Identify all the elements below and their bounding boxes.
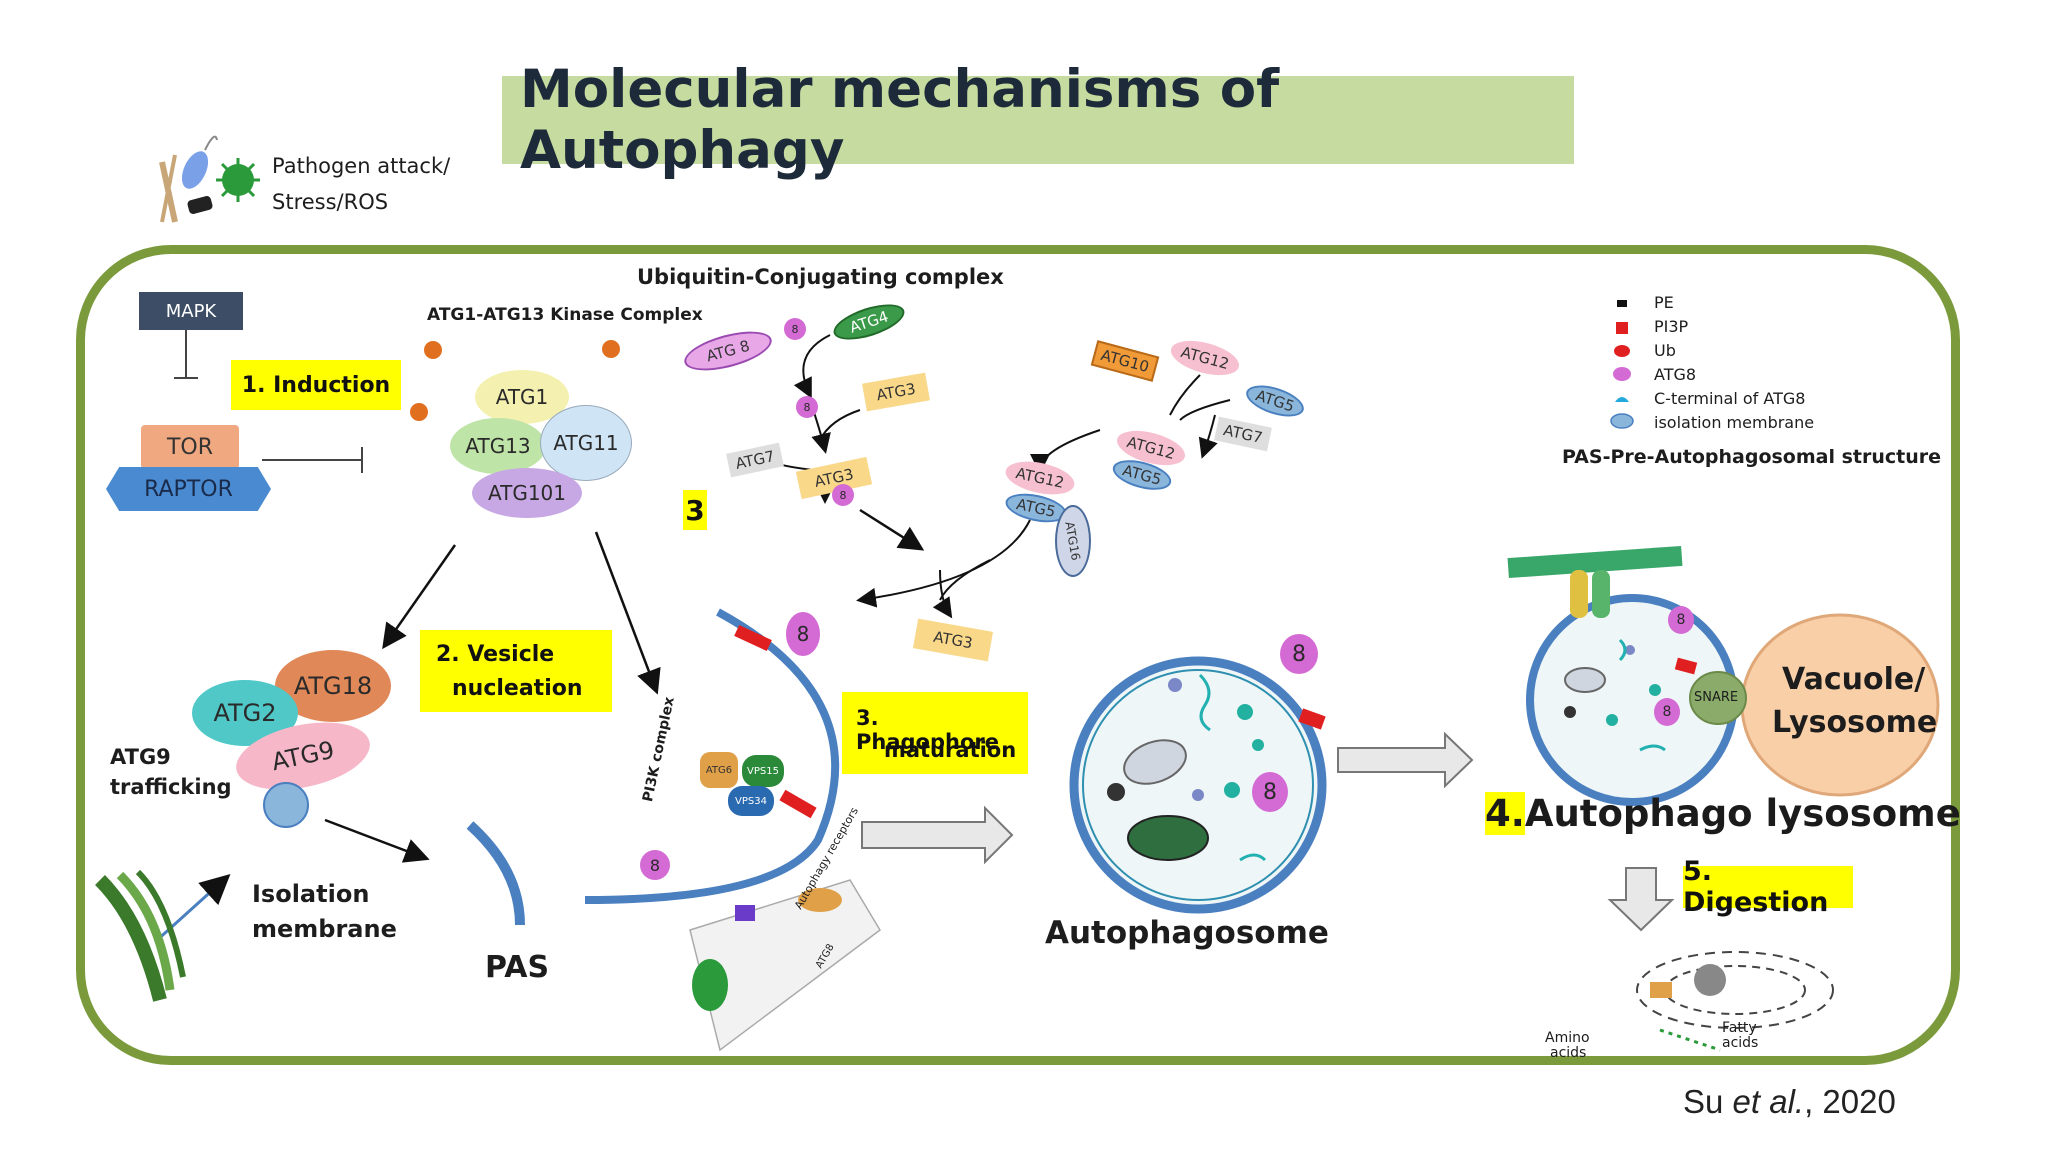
atg11-oval: ATG11 [540,405,632,481]
legend-item: ATG8 [1654,365,1697,384]
citation-etal: et al. [1732,1083,1805,1120]
trafficking-line2: trafficking [110,775,232,799]
stress-label-1: Pathogen attack/ [272,154,451,178]
atg8-auto-a: 8 [1280,634,1318,674]
step5-digestion: 5. Digestion [1683,856,1853,918]
raptor-box: RAPTOR [106,467,271,511]
atg8-bubble-c: 8 [832,484,854,506]
atg9-vesicle [263,782,309,828]
step3-number: 3 [683,490,707,530]
pathogen-icon [159,135,260,223]
pas-definition: PAS-Pre-Autophagosomal structure [1562,446,1942,468]
atg6-shape: ATG6 [700,752,738,788]
fatty-line1: Fatty [1722,1020,1757,1036]
title-banner: Molecular mechanisms of Autophagy [502,59,1574,181]
vps15-shape: VPS15 [742,755,784,787]
vps34-shape: VPS34 [728,786,774,816]
pas-label: PAS [485,950,550,985]
trafficking-line1: ATG9 [110,745,171,769]
arrow-to-atg9 [382,544,457,650]
atg8-auto-b: 8 [1252,772,1288,812]
autophagosome-label: Autophagosome [1045,915,1329,951]
step4-text: Autophago lysosome [1524,791,1961,835]
legend-item: PE [1654,293,1674,312]
receptor-mini-graphic [689,879,881,1052]
citation-author: Su [1683,1083,1733,1120]
atg16-pill: ATG16 [1055,505,1091,577]
mapk-box: MAPK [139,292,243,330]
step2-line2: nucleation [452,676,583,701]
legend-item: C-terminal of ATG8 [1654,389,1806,408]
step4-number: 4. [1485,791,1525,835]
atg8-dot-pi3k: 8 [640,850,670,880]
legend-item: PI3P [1654,317,1689,336]
atg101-oval: ATG101 [472,468,582,518]
step3-line1: 3. Phagophore [856,706,999,754]
atg8-dot-phagophore: 8 [786,612,820,656]
pas-membrane [466,821,525,926]
atg8-lyso-b: 8 [1654,698,1680,726]
stress-label-2: Stress/ROS [272,190,389,214]
kinase-complex-label: ATG1-ATG13 Kinase Complex [427,305,703,325]
page-title: Molecular mechanisms of Autophagy [520,59,1280,181]
arrow-to-autophagosome [861,805,1014,865]
step3-line2: maturation [884,738,1017,762]
atg13-oval: ATG13 [450,418,546,474]
isolation-line1: Isolation [252,880,370,908]
arrow-to-digestion [1607,867,1675,932]
citation-year: , 2020 [1804,1083,1896,1120]
vacuole-line2: Lysosome [1772,705,1938,740]
arrow-to-lysosome [1337,731,1474,789]
amino-line1: Amino [1545,1030,1590,1046]
isolation-line2: membrane [252,915,397,943]
step2-line1: 2. Vesicle [436,642,555,667]
arrow-to-pas [324,818,430,863]
atg8-lyso-a: 8 [1668,606,1694,634]
arrow-to-pi3k [594,531,661,695]
tor-box: TOR [141,425,239,469]
fatty-line2: acids [1722,1035,1759,1051]
amino-line2: acids [1550,1045,1587,1061]
phagophore-membrane [584,608,840,904]
citation: Su et al., 2020 [1683,1083,1896,1121]
diagram-frame [76,245,1960,1065]
legend-item: isolation membrane [1654,413,1815,432]
vacuole-line1: Vacuole/ [1782,662,1926,697]
atg8-bubble-b: 8 [796,396,818,418]
step2-nucleation: 2. Vesicle nucleation [420,630,612,712]
snare-label: SNARE [1694,690,1739,705]
step4-label: 4. Autophago lysosome [1485,788,1961,838]
lysosome-top-bar [1507,545,1683,579]
step3-maturation: 3. Phagophore maturation [842,692,1028,774]
ubiquitin-header: Ubiquitin-Conjugating complex [637,265,1004,289]
step1-induction: 1. Induction [231,360,401,410]
isolation-membrane-graphic [94,869,186,1002]
atg16-text: ATG16 [1062,520,1084,562]
arrow-isolation [153,873,231,944]
legend-item: Ub [1654,341,1676,360]
atg8-bubble-a: 8 [784,318,806,340]
